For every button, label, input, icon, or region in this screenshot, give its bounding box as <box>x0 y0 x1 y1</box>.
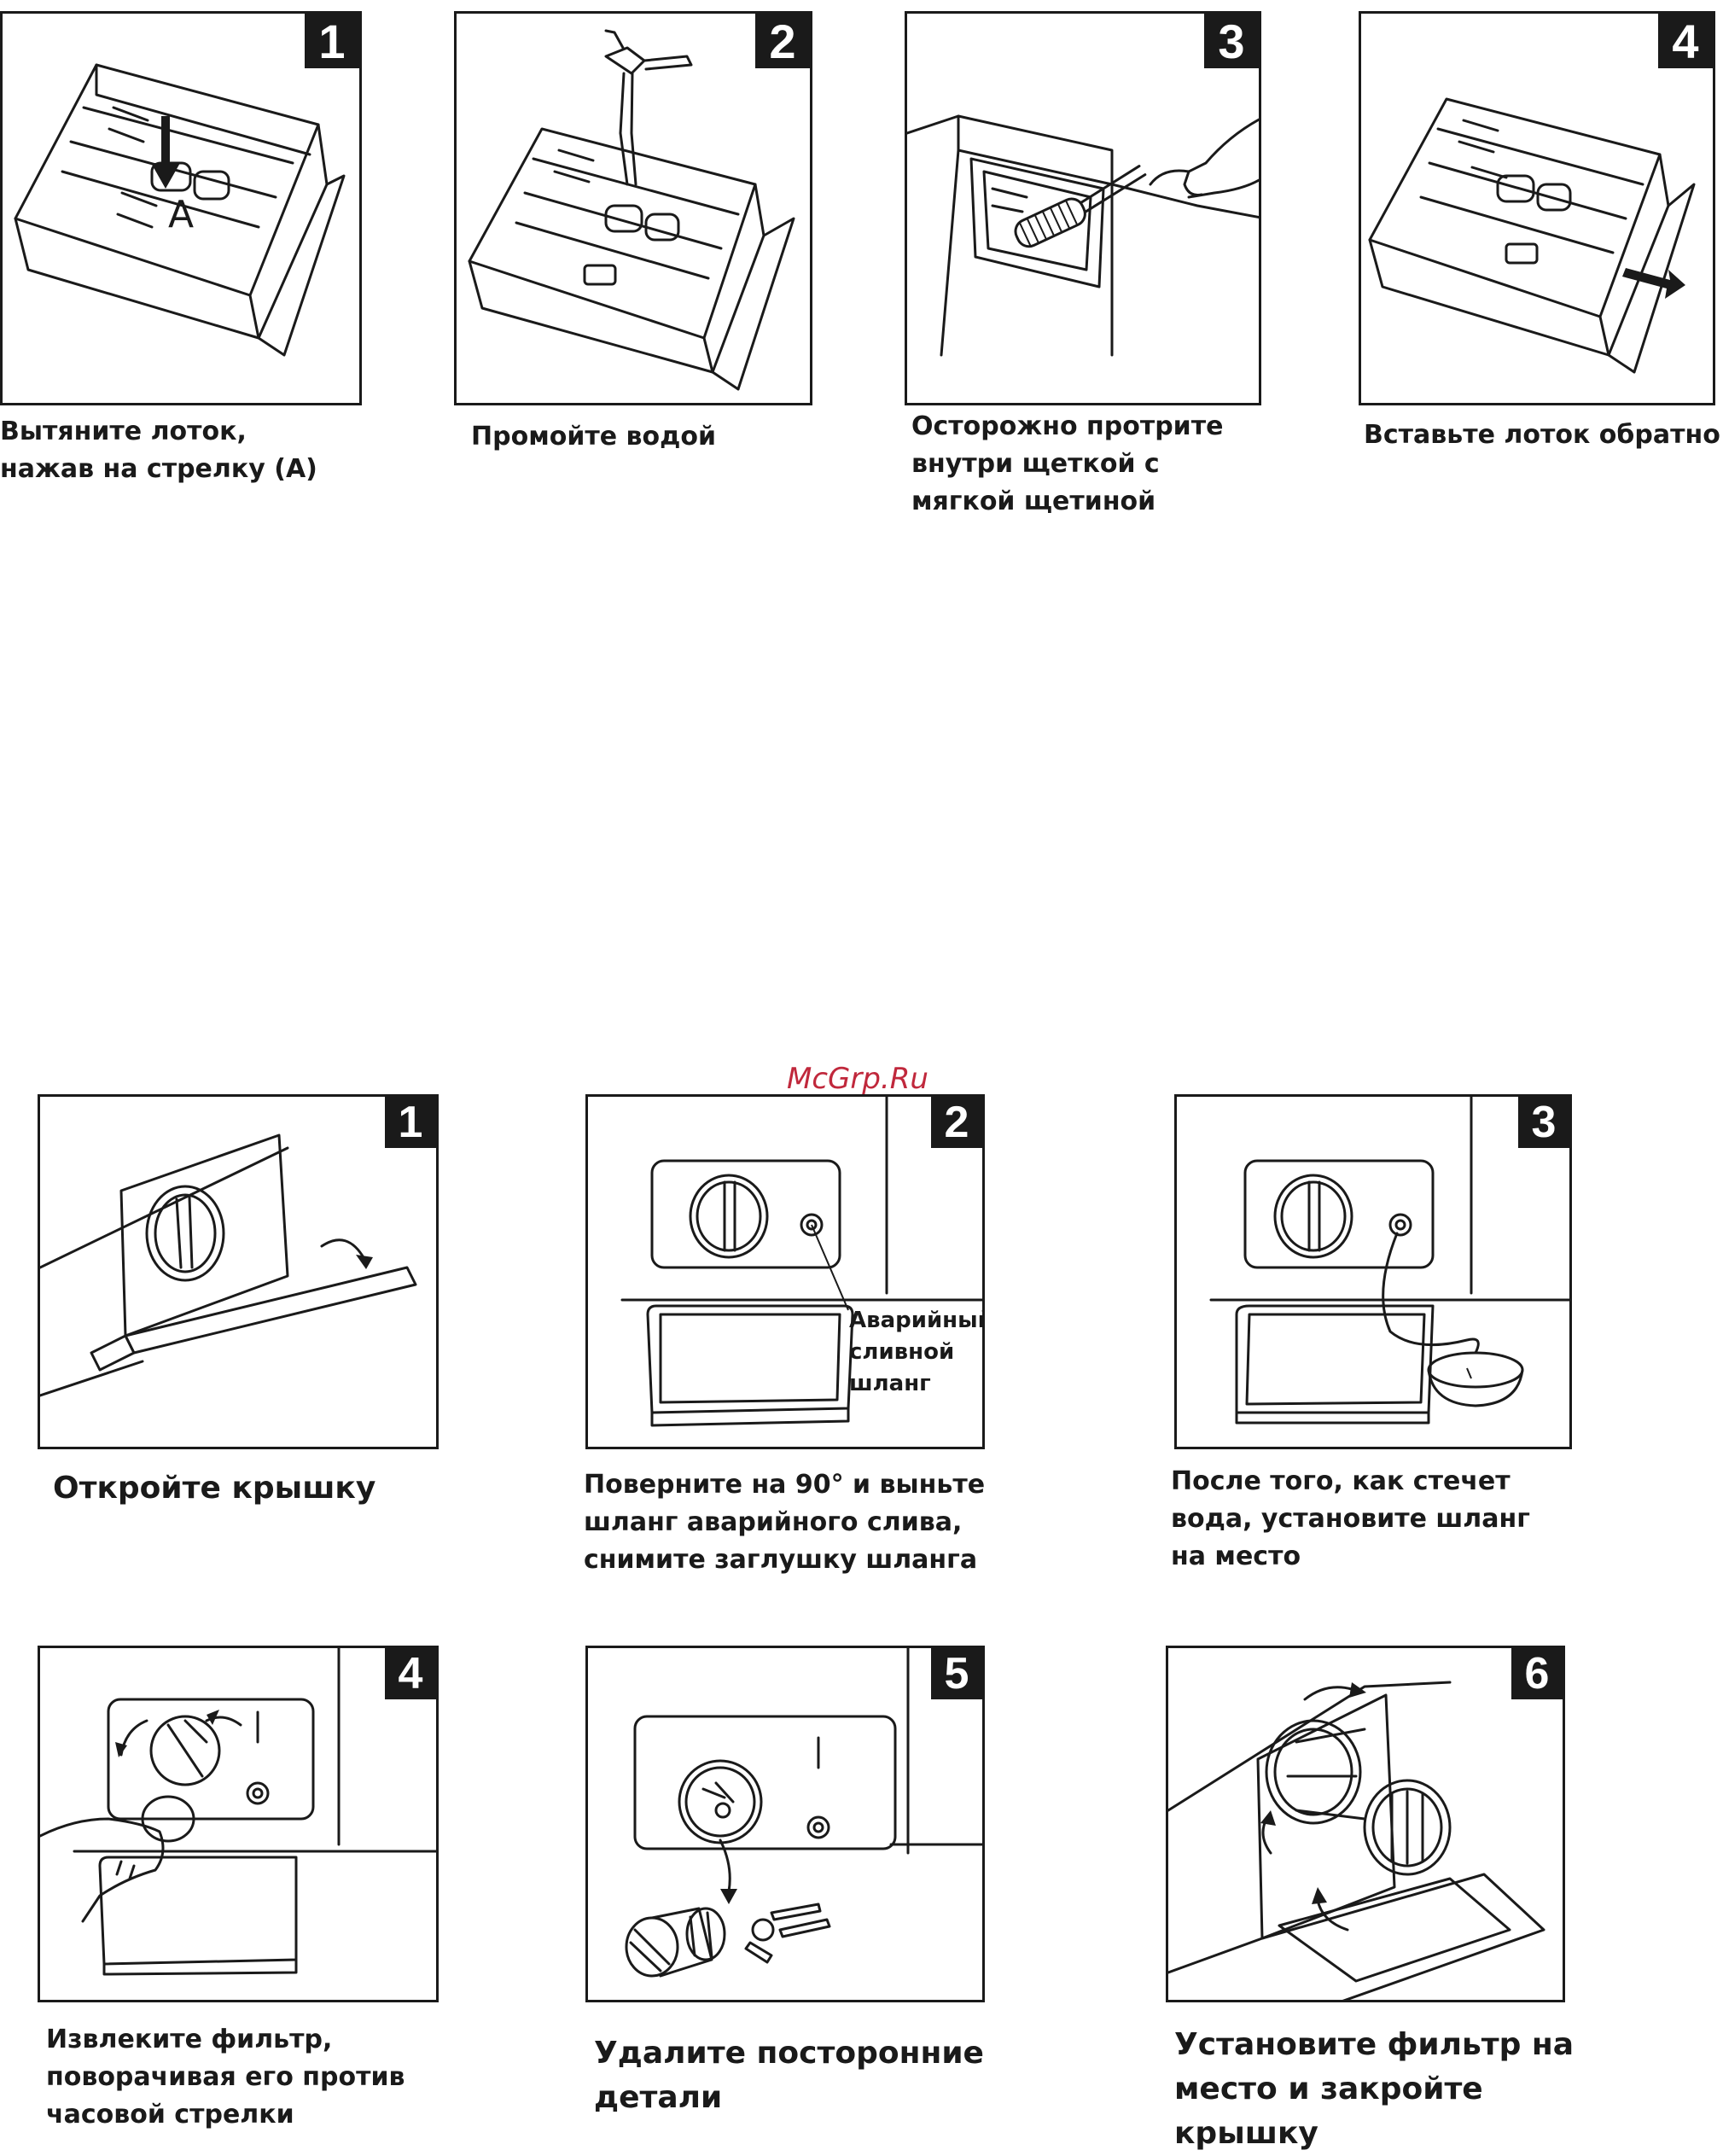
drawer-step-4-caption: Вставьте лоток обратно <box>1364 420 1720 450</box>
drawer-step-4-panel: 4 <box>1359 11 1715 405</box>
remove-debris-illustration <box>625 1648 982 1978</box>
filter-step-1-caption: Откройте крышку <box>53 1471 376 1506</box>
drain-water-illustration <box>1209 1097 1569 1425</box>
step-number-badge: 4 <box>385 1648 436 1699</box>
emergency-hose-callout: Аварийный сливной шланг <box>849 1308 985 1396</box>
remove-filter-illustration <box>40 1648 436 1976</box>
step-number-badge: 2 <box>755 14 810 68</box>
drawer-step-1-caption: Вытяните лоток, нажав на стрелку (A) <box>0 417 317 484</box>
filter-step-3-caption: После того, как стечет вода, установите … <box>1171 1466 1530 1571</box>
drawer-step-1-panel: A 1 <box>0 11 362 405</box>
step-number-badge: 5 <box>931 1648 982 1699</box>
watermark: McGrp.Ru <box>787 1062 928 1096</box>
filter-step-2-caption: Поверните на 90° и выньте шланг аварийно… <box>584 1470 986 1575</box>
emergency-hose-illustration <box>620 1097 982 1427</box>
step-number-badge: 3 <box>1204 14 1259 68</box>
filter-step-5-panel: 5 <box>585 1646 985 2002</box>
open-cover-illustration <box>40 1133 417 1397</box>
filter-step-3-panel: 3 <box>1174 1094 1572 1449</box>
drawer-insert-illustration <box>1368 97 1696 374</box>
filter-step-6-caption: Установите фильтр на место и закройте кр… <box>1174 2027 1575 2151</box>
step-number-badge: 2 <box>931 1097 982 1148</box>
drawer-rinse-illustration <box>468 29 795 391</box>
step-number-badge: 1 <box>305 14 359 68</box>
step-number-badge: 6 <box>1511 1648 1563 1699</box>
step-number-badge: 3 <box>1518 1097 1569 1148</box>
drawer-step-3-caption: Осторожно протрите внутри щеткой с мягко… <box>911 411 1224 516</box>
filter-step-4-caption: Извлеките фильтр, поворачивая его против… <box>46 2025 405 2130</box>
install-filter-illustration <box>1168 1681 1545 2000</box>
filter-step-5-caption: Удалите посторонние детали <box>594 2036 984 2115</box>
drawer-step-2-caption: Промойте водой <box>471 422 716 452</box>
drawer-step-2-panel: 2 <box>454 11 812 405</box>
filter-step-6-panel: 6 <box>1166 1646 1565 2002</box>
step-number-badge: 4 <box>1658 14 1713 68</box>
filter-step-2-panel: Аварийный сливной шланг 2 <box>585 1094 985 1449</box>
drawer-pull-out-illustration: A <box>14 63 346 357</box>
drawer-label-a: A <box>168 193 194 236</box>
filter-step-4-panel: 4 <box>38 1646 439 2002</box>
step-number-badge: 1 <box>385 1097 436 1148</box>
drawer-step-3-panel: 3 <box>905 11 1261 405</box>
filter-step-1-panel: 1 <box>38 1094 439 1449</box>
brush-clean-illustration <box>907 114 1259 357</box>
